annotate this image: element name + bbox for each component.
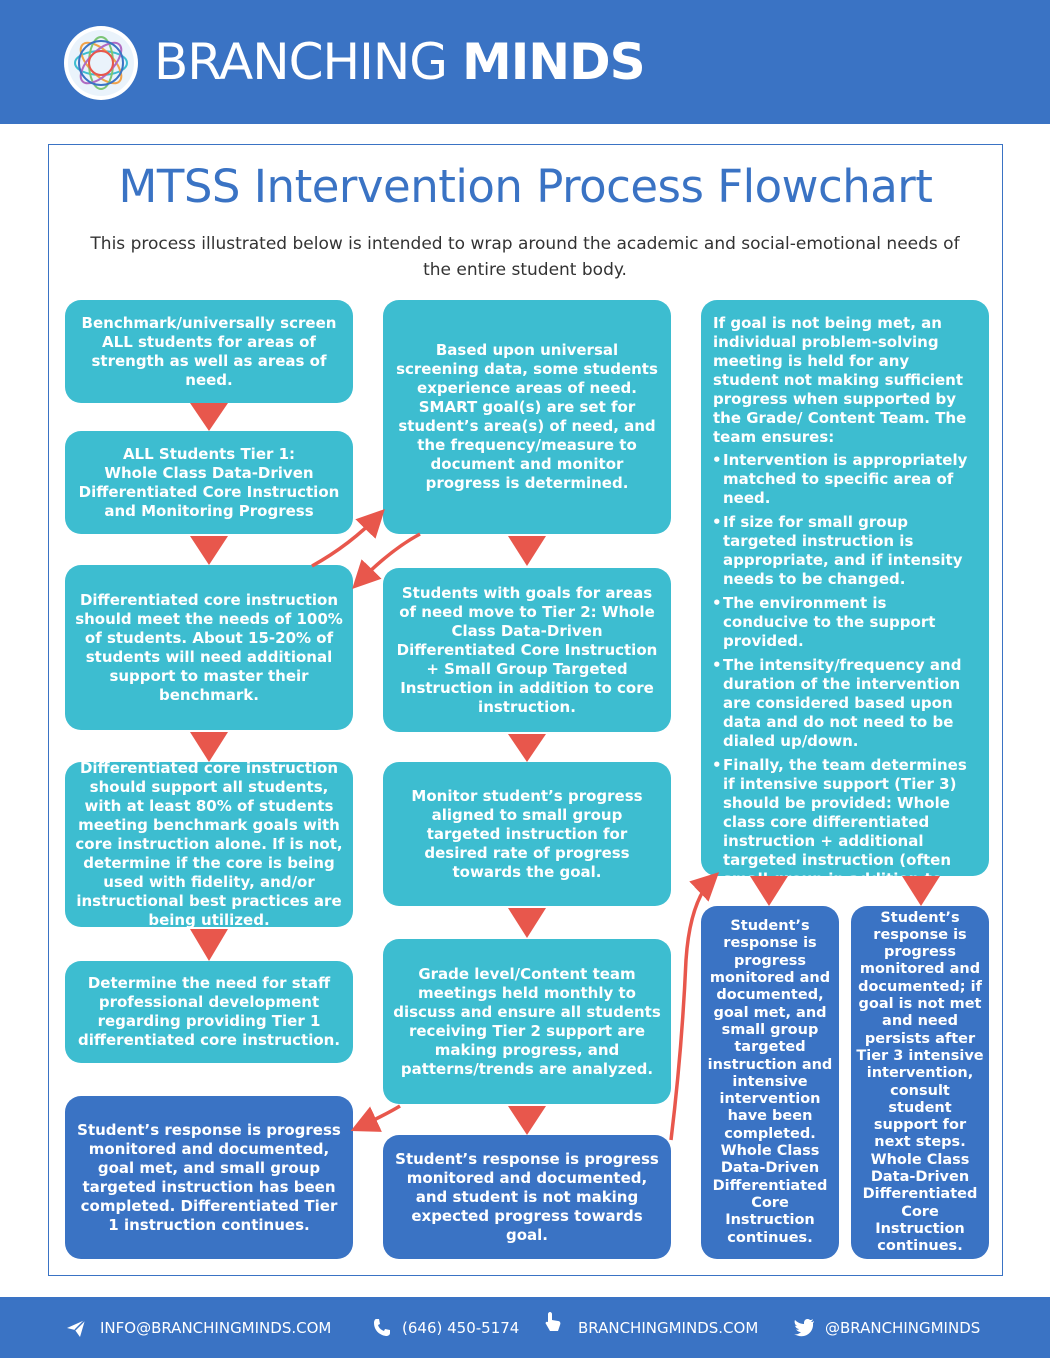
box-problem-solving-intro: If goal is not being met, an individual … (713, 314, 967, 446)
problem-solving-item: If size for small group targeted instruc… (712, 513, 975, 589)
problem-solving-item: Finally, the team determines if intensiv… (712, 756, 975, 927)
problem-solving-item: The environment is conducive to the supp… (712, 594, 975, 651)
box-tier3-goal-met-text: Student’s response is progress monitored… (707, 918, 833, 1246)
brand-name-part1: BRANCHING (154, 33, 448, 91)
box-grade-level-meetings: Grade level/Content team meetings held m… (383, 939, 671, 1104)
box-smart-goals-text: Based upon universal screening data, som… (396, 341, 658, 492)
footer-email-link[interactable]: INFO@BRANCHINGMINDS.COM (100, 1319, 332, 1337)
box-monitor-progress: Monitor student’s progress aligned to sm… (383, 762, 671, 906)
brand-name-part2: MINDS (461, 33, 646, 91)
footer-bar (0, 1297, 1050, 1358)
box-staff-pd-text: Determine the need for staff professiona… (77, 974, 341, 1049)
box-not-making-progress: Student’s response is progress monitored… (383, 1135, 671, 1259)
box-staff-pd: Determine the need for staff professiona… (65, 961, 353, 1063)
box-tier3-goal-not-met-text: Student’s response is progress monitored… (856, 909, 984, 1255)
page-title: MTSS Intervention Process Flowchart (118, 160, 933, 213)
phone-icon (374, 1319, 390, 1336)
problem-solving-list: Intervention is appropriately matched to… (712, 451, 975, 927)
box-core-meets-100: Differentiated core instruction should m… (65, 565, 353, 730)
box-tier3-goal-met: Student’s response is progress monitored… (701, 906, 839, 1259)
pointer-hand-icon (545, 1312, 561, 1331)
box-core-meets-100-text: Differentiated core instruction should m… (75, 590, 343, 704)
box-core-supports-80-text: Differentiated core instruction should s… (75, 759, 343, 929)
box-tier1-continues: Student’s response is progress monitored… (65, 1096, 353, 1259)
box-universal-screen-text: Benchmark/universally screen ALL student… (81, 313, 337, 389)
box-monitor-progress-text: Monitor student’s progress aligned to sm… (411, 786, 643, 881)
footer-phone-link[interactable]: (646) 450-5174 (402, 1319, 520, 1337)
paper-plane-icon (67, 1319, 86, 1337)
box-core-supports-80: Differentiated core instruction should s… (65, 759, 353, 929)
content-frame (48, 144, 1003, 1276)
problem-solving-item: The intensity/frequency and duration of … (712, 656, 975, 751)
box-tier1-all-students-text: ALL Students Tier 1: Whole Class Data-Dr… (78, 444, 340, 520)
box-tier2-move-text: Students with goals for areas of need mo… (396, 583, 658, 716)
box-tier1-all-students: ALL Students Tier 1: Whole Class Data-Dr… (65, 431, 353, 534)
box-universal-screen: Benchmark/universally screen ALL student… (65, 300, 353, 403)
box-grade-level-meetings-text: Grade level/Content team meetings held m… (393, 964, 661, 1078)
header-bar (0, 0, 1050, 124)
box-tier1-continues-text: Student’s response is progress monitored… (77, 1120, 341, 1234)
box-smart-goals: Based upon universal screening data, som… (383, 300, 671, 534)
brand-name: BRANCHING MINDS (154, 30, 646, 94)
twitter-bird-icon (794, 1319, 814, 1337)
footer-website-link[interactable]: BRANCHINGMINDS.COM (578, 1319, 759, 1337)
box-problem-solving: If goal is not being met, an individual … (701, 300, 989, 926)
box-tier3-goal-not-met: Student’s response is progress monitored… (851, 906, 989, 1259)
branching-minds-logo-icon (64, 26, 138, 100)
box-not-making-progress-text: Student’s response is progress monitored… (395, 1149, 659, 1244)
footer-twitter-link[interactable]: @BRANCHINGMINDS (825, 1319, 981, 1337)
problem-solving-item: Intervention is appropriately matched to… (712, 451, 975, 508)
box-tier2-move: Students with goals for areas of need mo… (383, 568, 671, 732)
page-subtitle: This process illustrated below is intend… (90, 234, 960, 280)
